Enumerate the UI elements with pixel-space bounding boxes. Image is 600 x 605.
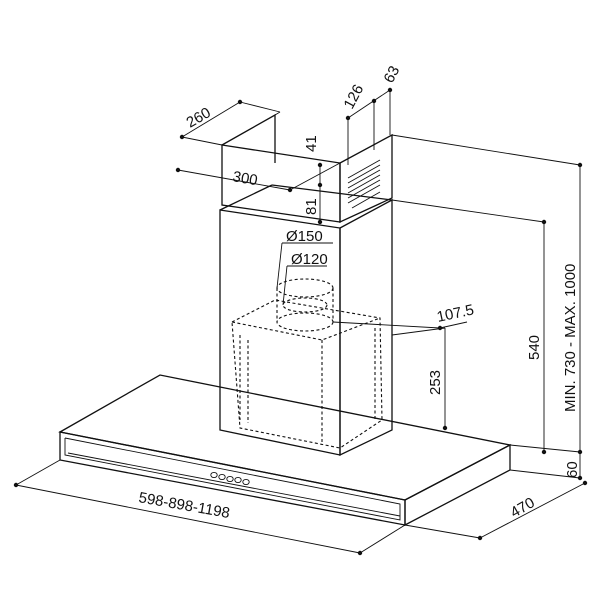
dim-41: 41 [303,135,320,152]
dim-outlet-150: Ø150 [286,228,323,245]
dim-253: 253 [427,370,444,395]
control-buttons [210,471,250,486]
dim-470: 470 [508,494,538,521]
dim-63: 63 [381,63,404,86]
canopy [58,374,512,527]
dim-107-5: 107.5 [435,301,475,325]
dim-total-height: MIN. 730 - MAX. 1000 [562,264,579,412]
dim-60: 60 [564,461,581,478]
dim-260: 260 [184,104,214,131]
dimension-lines [13,87,588,556]
chimney-vents [347,159,381,209]
dimension-labels: 260 300 126 63 41 81 Ø150 Ø120 107.5 253… [137,63,581,522]
dim-300: 300 [231,168,259,189]
dim-widths: 598-898-1198 [137,489,231,522]
chimney [219,111,393,457]
dim-outlet-120: Ø120 [291,251,328,268]
internal-motor-hidden [231,278,383,449]
dim-81: 81 [303,198,320,215]
dim-540: 540 [526,335,543,360]
